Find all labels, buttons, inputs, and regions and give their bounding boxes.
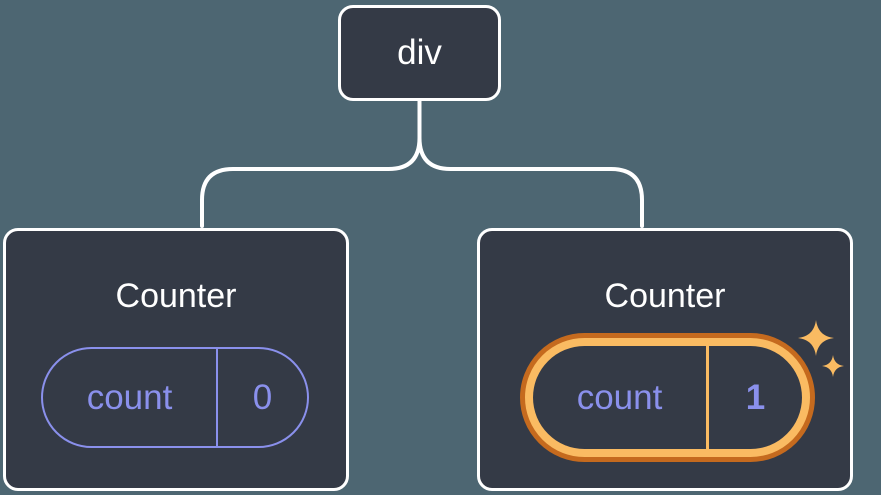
root-node-label: div [397, 33, 442, 72]
state-pill-highlight-ring: count 1 [520, 333, 815, 462]
state-pill-left: count 0 [41, 347, 309, 448]
counter-right-title: Counter [604, 277, 726, 315]
state-key-right: count [533, 346, 709, 449]
state-pill-right: count 1 [533, 346, 802, 449]
tree-node-counter-right: Counter count 1 [477, 228, 853, 491]
tree-node-div: div [338, 5, 501, 101]
sparkle-icon-large [798, 320, 834, 356]
connector-left-branch [200, 98, 422, 228]
connector-right-branch [417, 98, 644, 228]
tree-node-counter-left: Counter count 0 [3, 228, 349, 491]
state-value-right: 1 [745, 377, 766, 417]
sparkle-icon-small [822, 355, 844, 377]
state-key-left: count [43, 349, 218, 446]
counter-left-title: Counter [115, 277, 237, 315]
state-value-left: 0 [252, 377, 273, 417]
